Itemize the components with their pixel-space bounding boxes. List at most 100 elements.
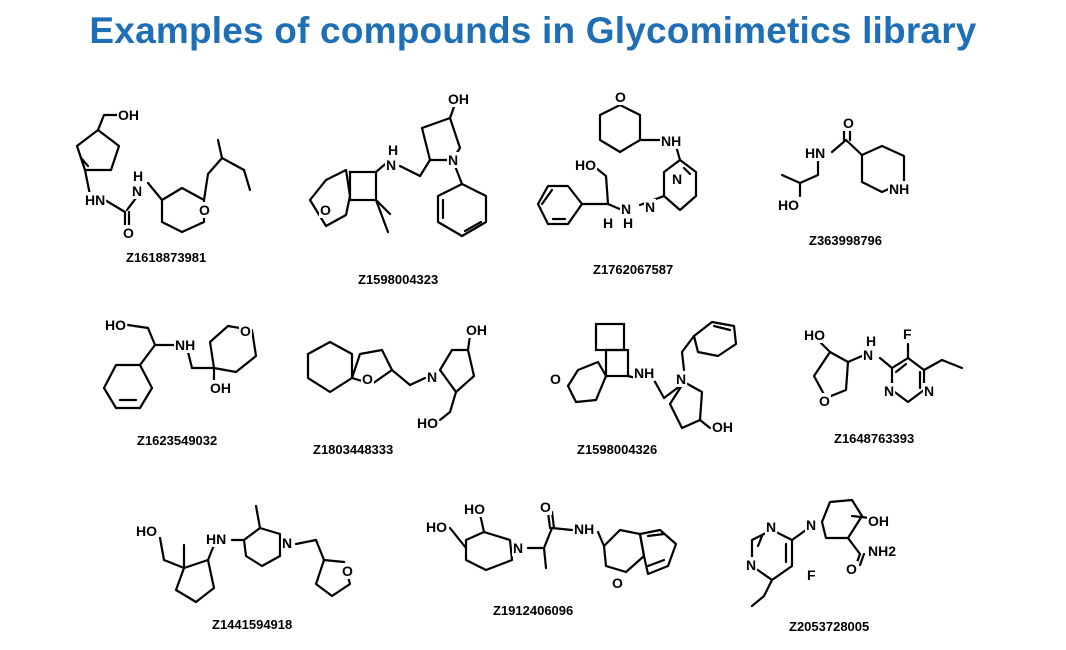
- atom-label-backing: [644, 199, 657, 215]
- structure-z2053728005: [750, 498, 872, 608]
- structure-z1598004323: [308, 102, 488, 238]
- atom-label-backing: [711, 419, 734, 435]
- atom-label-o: O: [123, 225, 134, 241]
- atom-label-o: O: [615, 89, 626, 105]
- atom-label-backing: [539, 499, 552, 515]
- atom-label-backing: [902, 326, 913, 342]
- compound-id-label: Z1441594918: [212, 617, 293, 632]
- atom-label-n: N: [806, 517, 816, 533]
- atom-label-ho: HO: [105, 317, 126, 333]
- structure-z363998796: [780, 126, 906, 198]
- atom-label-o: O: [320, 202, 331, 218]
- atom-label-backing: [426, 369, 439, 385]
- atom-label-nh: NH: [634, 365, 654, 381]
- atom-label-oh: OH: [210, 380, 231, 396]
- atom-label-backing: [671, 171, 684, 187]
- atom-label-oh: OH: [448, 91, 469, 107]
- atom-label-backing: [660, 133, 683, 149]
- atom-label-backing: [602, 215, 615, 231]
- atom-label-ho: HO: [417, 415, 438, 431]
- compound-id-label: Z1762067587: [593, 262, 674, 277]
- atom-label-hn: HN: [206, 531, 226, 547]
- atom-labels: OH H N HN O O OH N H N O O NH N N HO N H…: [84, 89, 936, 591]
- atom-label-h: H: [133, 168, 143, 184]
- atom-label-n: N: [766, 519, 776, 535]
- atom-label-n: N: [924, 383, 934, 399]
- atom-label-backing: [574, 157, 598, 173]
- atom-label-backing: [319, 202, 332, 218]
- atom-label-backing: [512, 540, 525, 556]
- atom-label-backing: [104, 317, 128, 333]
- atom-label-backing: [675, 371, 688, 387]
- atom-label-hn: HN: [805, 145, 825, 161]
- atom-label-backing: [845, 561, 858, 577]
- structure-z1762067587: [536, 103, 698, 226]
- compound-id-label: Z1598004326: [577, 442, 658, 457]
- atom-label-nh: NH: [175, 337, 195, 353]
- atom-label-o: O: [240, 323, 251, 339]
- atom-label-o: O: [342, 563, 353, 579]
- atom-label-backing: [633, 365, 656, 381]
- atom-label-backing: [361, 371, 374, 387]
- atom-label-backing: [803, 327, 827, 343]
- atom-label-backing: [209, 380, 232, 396]
- atom-label-backing: [387, 142, 400, 158]
- atom-label-n: N: [676, 371, 686, 387]
- atom-label-ho: HO: [575, 157, 596, 173]
- structure-z1803448333: [306, 333, 476, 422]
- atom-label-backing: [135, 523, 159, 539]
- atom-label-backing: [84, 192, 107, 208]
- atom-label-backing: [239, 323, 252, 339]
- atom-label-backing: [463, 501, 487, 517]
- atom-label-o: O: [540, 499, 551, 515]
- atom-label-backing: [622, 215, 635, 231]
- atom-label-backing: [865, 333, 878, 349]
- compound-id-label: Z1618873981: [126, 250, 207, 265]
- atom-label-oh: OH: [118, 107, 139, 123]
- structure-z1598004326: [566, 320, 738, 430]
- compound-id-label: Z1648763393: [834, 431, 915, 446]
- atom-label-backing: [804, 145, 827, 161]
- atom-label-nh: NH: [574, 521, 594, 537]
- atom-label-backing: [198, 202, 211, 218]
- atom-label-backing: [611, 575, 624, 591]
- atom-label-backing: [867, 513, 890, 529]
- atom-label-backing: [818, 393, 831, 409]
- compound-id-label: Z1623549032: [137, 433, 218, 448]
- atom-label-n: N: [746, 557, 756, 573]
- atom-label-o: O: [819, 393, 830, 409]
- compound-id-label: Z1598004323: [358, 272, 439, 287]
- atom-label-o: O: [612, 575, 623, 591]
- atom-label-nh2: NH2: [868, 543, 896, 559]
- atom-label-h: H: [603, 215, 613, 231]
- compound-id-label: Z1912406096: [493, 603, 574, 618]
- atom-label-backing: [425, 519, 449, 535]
- structure-z1618873981: [75, 113, 252, 234]
- atom-label-backing: [465, 322, 488, 338]
- atom-label-ho: HO: [778, 197, 799, 213]
- atom-label-n: N: [645, 199, 655, 215]
- atom-label-backing: [765, 519, 778, 535]
- atom-label-backing: [862, 347, 875, 363]
- atom-label-backing: [131, 183, 144, 199]
- atom-label-backing: [806, 567, 817, 583]
- atom-label-ho: HO: [136, 523, 157, 539]
- atom-label-backing: [385, 157, 398, 173]
- atom-label-ho: HO: [464, 501, 485, 517]
- atom-label-backing: [620, 201, 633, 217]
- atom-label-backing: [842, 115, 855, 131]
- atom-label-backing: [122, 225, 135, 241]
- atom-label-backing: [888, 181, 911, 197]
- atom-label-n: N: [282, 535, 292, 551]
- atom-label-h: H: [388, 142, 398, 158]
- atom-label-hn: HN: [85, 192, 105, 208]
- atom-label-nh: NH: [661, 133, 681, 149]
- atom-label-ho: HO: [804, 327, 825, 343]
- atom-label-f: F: [903, 326, 912, 342]
- atom-label-nh: NH: [889, 181, 909, 197]
- compound-id-label: Z2053728005: [789, 619, 870, 634]
- structure-z1912406096: [448, 510, 678, 576]
- structure-z1441594918: [158, 504, 352, 604]
- atom-label-oh: OH: [868, 513, 889, 529]
